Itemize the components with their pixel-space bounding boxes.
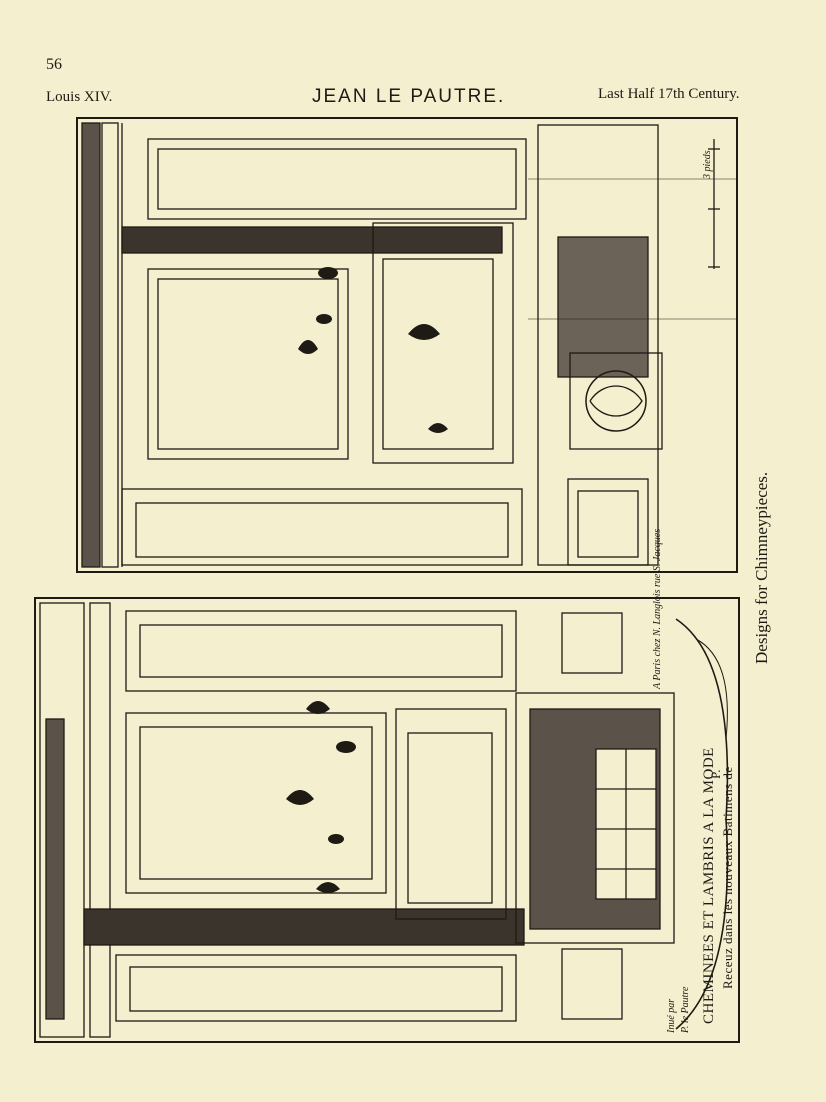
artist-line2: P. le Pautre (680, 986, 691, 1033)
pilaster-left (81, 122, 101, 568)
middle-panel-left (147, 268, 349, 460)
header-right: Last Half 17th Century. (598, 86, 740, 102)
publisher-address: A Paris chez N. Langlois rue S. Jacques (652, 528, 663, 689)
plate-title-line1: CHEMINEES ET LAMBRIS A LA MODE (701, 747, 717, 1024)
mirror-frame (372, 222, 514, 464)
fireplace-block (515, 692, 675, 944)
scale-label: 3 pieds (702, 150, 713, 179)
plate-top-engraving (81, 122, 736, 568)
upper-panel (147, 138, 527, 220)
lower-panel (115, 954, 517, 1022)
mirror-frame (395, 708, 507, 920)
pilaster-left (39, 602, 85, 1038)
page-caption: Designs for Chimneypieces. (752, 471, 771, 664)
artist-line1: Inué par (666, 998, 677, 1033)
plate-bottom-engraving (39, 602, 729, 1038)
plate-title-line3: P. (708, 768, 723, 779)
ornament-panel (569, 352, 663, 450)
upper-panel (125, 610, 517, 692)
lower-panel (121, 488, 523, 566)
plate-title-line2: Receuz dans les nouveaux Batimens de (720, 766, 735, 989)
cartouche-frame (675, 618, 729, 1030)
fireplace-opening (557, 236, 649, 378)
plate-top: 3 pieds (76, 117, 738, 573)
cornice-band (121, 226, 503, 254)
plate-bottom: CHEMINEES ET LAMBRIS A LA MODE Receuz da… (34, 529, 740, 1043)
header-title: JEAN LE PAUTRE. (312, 86, 506, 107)
page-number: 56 (46, 56, 62, 73)
header-left: Louis XIV. (46, 89, 113, 105)
floor-band (83, 908, 525, 946)
middle-panel (125, 712, 387, 894)
